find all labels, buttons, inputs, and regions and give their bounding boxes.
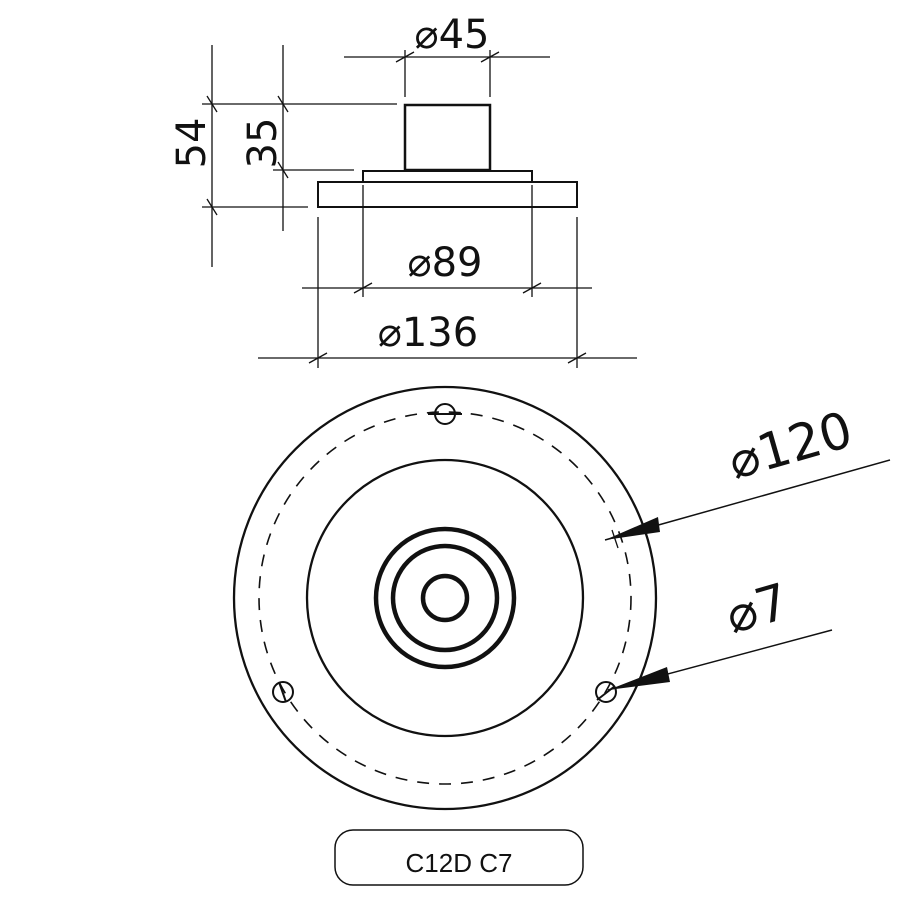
top-view <box>232 385 891 811</box>
dim-height-54: 54 <box>169 118 215 169</box>
dim-diameter-45: ⌀45 <box>415 12 490 58</box>
flange-upper <box>362 170 533 183</box>
dim-height-35: 35 <box>240 118 286 169</box>
dim-diameter-7: ⌀7 <box>720 572 796 645</box>
stem <box>403 103 492 172</box>
dim-diameter-136: ⌀136 <box>378 310 478 356</box>
dim-diameter-89: ⌀89 <box>408 240 483 286</box>
flange-base <box>317 181 578 208</box>
model-label-box <box>334 829 584 886</box>
dim-diameter-120: ⌀120 <box>722 400 859 490</box>
side-view <box>202 45 637 368</box>
mounting-holes <box>272 403 617 703</box>
model-label: C12D C7 <box>406 848 513 878</box>
